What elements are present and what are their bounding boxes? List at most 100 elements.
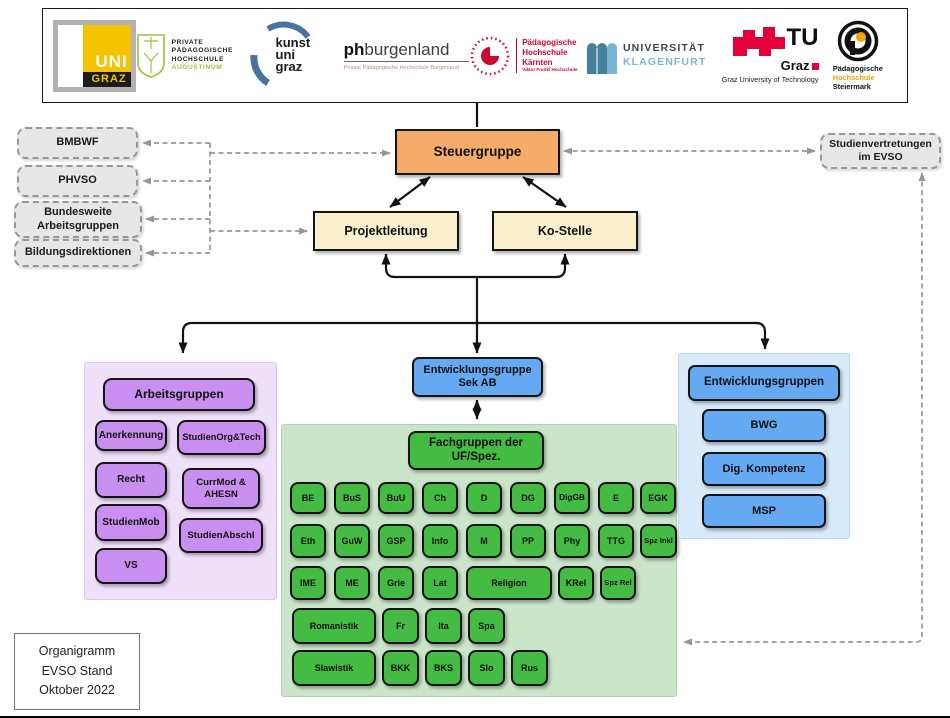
augustinum-crest-icon <box>136 33 165 78</box>
ph-kaernten-text: Hochschule <box>522 47 568 57</box>
fg-phy: Phy <box>554 524 590 558</box>
footer-line3: Oktober 2022 <box>39 683 115 698</box>
footer-caption-box: Organigramm EVSO Stand Oktober 2022 <box>14 633 140 710</box>
tu-graz-mark-icon <box>732 27 785 56</box>
fg-ch: Ch <box>422 482 458 514</box>
kunstuni-text: uni <box>275 46 296 62</box>
kunstuni-text: graz <box>275 59 303 75</box>
fg-me: ME <box>334 566 370 600</box>
ph-kaernten-text: Pädagogische <box>522 38 577 48</box>
ph-steiermark-text: Pädagogische <box>832 63 883 73</box>
fg-diggb: DigGB <box>554 482 590 514</box>
ag-vs: VS <box>95 548 167 584</box>
fg-grie: Grie <box>378 566 414 600</box>
fg-gsp: GSP <box>378 524 414 558</box>
tu-graz-text2: Graz <box>780 58 810 73</box>
fg-rus: Rus <box>511 650 548 686</box>
fachgruppen-header: Fachgruppen der UF/Spez. <box>408 431 544 470</box>
ag-currmod-ahesn: CurrMod & AHESN <box>182 468 260 509</box>
external-bmbwf: BMBWF <box>17 127 138 159</box>
ph-burgenland-text: burgenland <box>364 40 450 59</box>
fg-d: D <box>466 482 502 514</box>
sek-ab-line1: Entwicklungsgruppe <box>423 364 532 377</box>
fg-bkk: BKK <box>382 650 419 686</box>
fg-be: BE <box>290 482 326 514</box>
fg-egk: EGK <box>640 482 676 514</box>
ph-steiermark-logo: Pädagogische Hochschule Steiermark <box>819 20 898 92</box>
augustinum-text: AUGUSTINUM <box>171 63 223 71</box>
fg-spz-rel: Spz Rel <box>600 566 636 600</box>
fg-religion: Religion <box>466 566 552 600</box>
footer-line2: EVSO Stand <box>41 663 113 678</box>
fg-spz-inkl: Spz Inkl <box>640 524 677 558</box>
klagenfurt-columns-icon <box>586 42 617 74</box>
ph-kaernten-logo: Pädagogische Hochschule Kärnten Viktor F… <box>469 35 587 77</box>
ph-steiermark-text: Hochschule <box>832 72 875 82</box>
ph-kaernten-text: Kärnten <box>522 57 553 67</box>
tu-graz-text: TU <box>786 24 819 51</box>
external-bundesweite-arbeitsgruppen: Bundesweite Arbeitsgruppen <box>14 201 142 238</box>
ph-burgenland-subtitle: Private Pädagogische Hochschule Burgenla… <box>343 65 459 71</box>
ag-anerkennung: Anerkennung <box>95 420 167 451</box>
sek-ab-line2: Sek AB <box>458 377 497 389</box>
uni-graz-logo-text: UNI <box>95 51 128 71</box>
uni-graz-logo-text2: GRAZ <box>83 71 131 87</box>
fg-bks: BKS <box>425 650 462 686</box>
fg-dg: DG <box>510 482 546 514</box>
fg-info: Info <box>422 524 458 558</box>
tu-graz-subtitle: Graz University of Technology <box>721 75 819 84</box>
logo-strip: UNI GRAZ PRIVATE PÄDAGOGISCHE HOCHSCHULE… <box>42 8 908 103</box>
eg-dig-kompetenz: Dig. Kompetenz <box>702 452 826 486</box>
steuergruppe-box: Steuergruppe <box>395 129 560 175</box>
eg-msp: MSP <box>702 494 826 528</box>
tu-graz-logo: TU Graz Graz University of Technology <box>707 24 819 84</box>
ag-studienabschl: StudienAbschl <box>179 518 263 553</box>
kunstuni-graz-logo: kunst uni graz <box>246 21 344 91</box>
fg-bus: BuS <box>334 482 370 514</box>
fg-eth: Eth <box>290 524 326 558</box>
fg-pp: PP <box>510 524 546 558</box>
ko-stelle-box: Ko-Stelle <box>492 211 638 251</box>
arbeitsgruppen-header: Arbeitsgruppen <box>103 378 255 411</box>
entwicklungsgruppe-sek-ab-box: Entwicklungsgruppe Sek AB <box>412 357 543 397</box>
external-bildungsdirektionen: Bildungsdirektionen <box>14 239 142 267</box>
fg-ttg: TTG <box>598 524 634 558</box>
ph-kaernten-seal-icon <box>470 36 510 75</box>
entwicklungsgruppen-header: Entwicklungsgruppen <box>688 365 840 401</box>
ph-kaernten-subtitle: Viktor Frankl Hochschule <box>522 67 578 73</box>
fg-m: M <box>466 524 502 558</box>
projektleitung-box: Projektleitung <box>313 211 459 251</box>
ph-steiermark-circle-icon <box>837 20 879 61</box>
fg-slawistik: Slawistik <box>292 650 376 686</box>
eg-bwg: BWG <box>702 409 826 442</box>
ag-studienmob: StudienMob <box>95 504 167 541</box>
ag-studienorg-tech: StudienOrg&Tech <box>177 420 266 455</box>
fg-spa: Spa <box>468 608 505 644</box>
fg-ita: Ita <box>425 608 462 644</box>
klagenfurt-text: KLAGENFURT <box>622 55 707 68</box>
ag-recht: Recht <box>95 462 167 498</box>
augustinum-logo: PRIVATE PÄDAGOGISCHE HOCHSCHULE AUGUSTIN… <box>136 33 246 79</box>
fg-fr: Fr <box>382 608 419 644</box>
fg-lat: Lat <box>422 566 458 600</box>
augustinum-text: PÄDAGOGISCHE <box>171 47 234 55</box>
augustinum-text: HOCHSCHULE <box>171 55 225 63</box>
klagenfurt-text: UNIVERSITÄT <box>622 41 706 54</box>
fg-slo: Slo <box>468 650 505 686</box>
uni-graz-logo: UNI GRAZ <box>53 19 136 92</box>
external-phvso: PHVSO <box>17 165 138 197</box>
ph-burgenland-text-bold: ph <box>343 40 365 59</box>
fg-guw: GuW <box>334 524 370 558</box>
kunstuni-text: kunst <box>275 34 311 50</box>
fg-ime: IME <box>290 566 326 600</box>
tu-graz-red-square-icon <box>811 63 819 70</box>
fg-krel: KRel <box>558 566 594 600</box>
kunstuni-arc-icon <box>249 21 310 86</box>
fg-romanistik: Romanistik <box>292 608 376 644</box>
fg-buu: BuU <box>378 482 414 514</box>
fg-e: E <box>598 482 634 514</box>
augustinum-text: PRIVATE <box>171 39 204 47</box>
ph-burgenland-logo: phburgenland Private Pädagogische Hochsc… <box>343 40 470 71</box>
ph-steiermark-text: Steiermark <box>832 82 871 92</box>
